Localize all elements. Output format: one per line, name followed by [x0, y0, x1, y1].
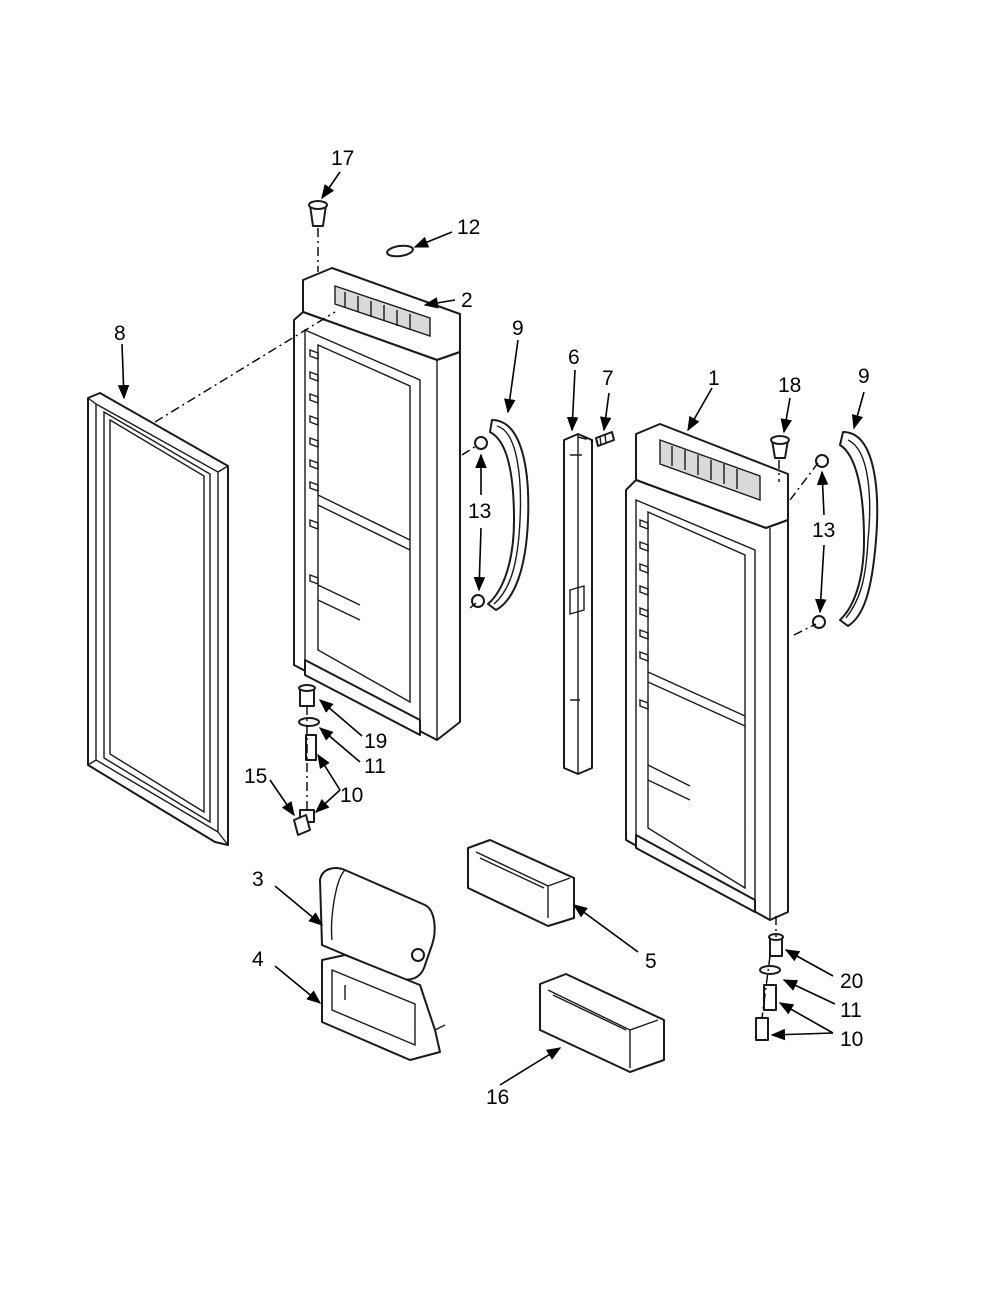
cap-plug-part-12: [386, 244, 414, 258]
callout-13-left: 13: [468, 500, 491, 523]
callout-11-right: 11: [840, 999, 862, 1022]
callout-3: 3: [252, 868, 264, 891]
right-door-part-1: [625, 423, 789, 921]
callout-16: 16: [486, 1086, 509, 1109]
callout-10-right: 10: [840, 1028, 863, 1051]
top-bushing-part-17: [308, 200, 328, 227]
callout-17: 17: [331, 147, 354, 170]
callout-19: 19: [364, 730, 387, 753]
left-door-part-2: [293, 267, 461, 741]
callout-9-right: 9: [858, 365, 870, 388]
plug-part-15: [293, 814, 311, 836]
callout-2: 2: [461, 289, 473, 312]
callout-20: 20: [840, 970, 863, 993]
top-bushing-part-18: [770, 435, 790, 459]
leader-lines: [117, 171, 865, 1086]
callout-18: 18: [778, 374, 801, 397]
callout-10-left: 10: [340, 784, 363, 807]
callout-labels: 17 12 2 8 9 6 7 1 18 9 13 13 19 11 10 15…: [114, 147, 870, 1109]
callout-7: 7: [602, 367, 614, 390]
door-bin-part-16: [539, 973, 665, 1073]
left-handle-part-9: [487, 419, 530, 611]
callout-8: 8: [114, 322, 126, 345]
callout-6: 6: [568, 346, 580, 369]
handle-studs-part-13: [471, 436, 829, 629]
callout-5: 5: [645, 950, 657, 973]
door-bin-part-5: [467, 839, 575, 927]
left-hinge-stack: [298, 684, 320, 823]
callout-13-right: 13: [812, 519, 835, 542]
right-handle-part-9: [839, 431, 879, 627]
callout-12: 12: [457, 216, 480, 239]
mullion-part-6: [563, 433, 593, 775]
callout-4: 4: [252, 948, 264, 971]
callout-1: 1: [708, 367, 720, 390]
callout-9-left: 9: [512, 317, 524, 340]
dispenser-frame-part-4: [321, 954, 446, 1061]
right-hinge-stack: [755, 933, 784, 1041]
callout-11-left: 11: [364, 755, 386, 778]
screw-part-7: [595, 431, 615, 447]
door-gasket-part-8: [87, 392, 229, 846]
alignment-lines: [154, 228, 819, 1019]
dispenser-cover-part-3: [319, 867, 436, 981]
callout-15: 15: [244, 765, 267, 788]
